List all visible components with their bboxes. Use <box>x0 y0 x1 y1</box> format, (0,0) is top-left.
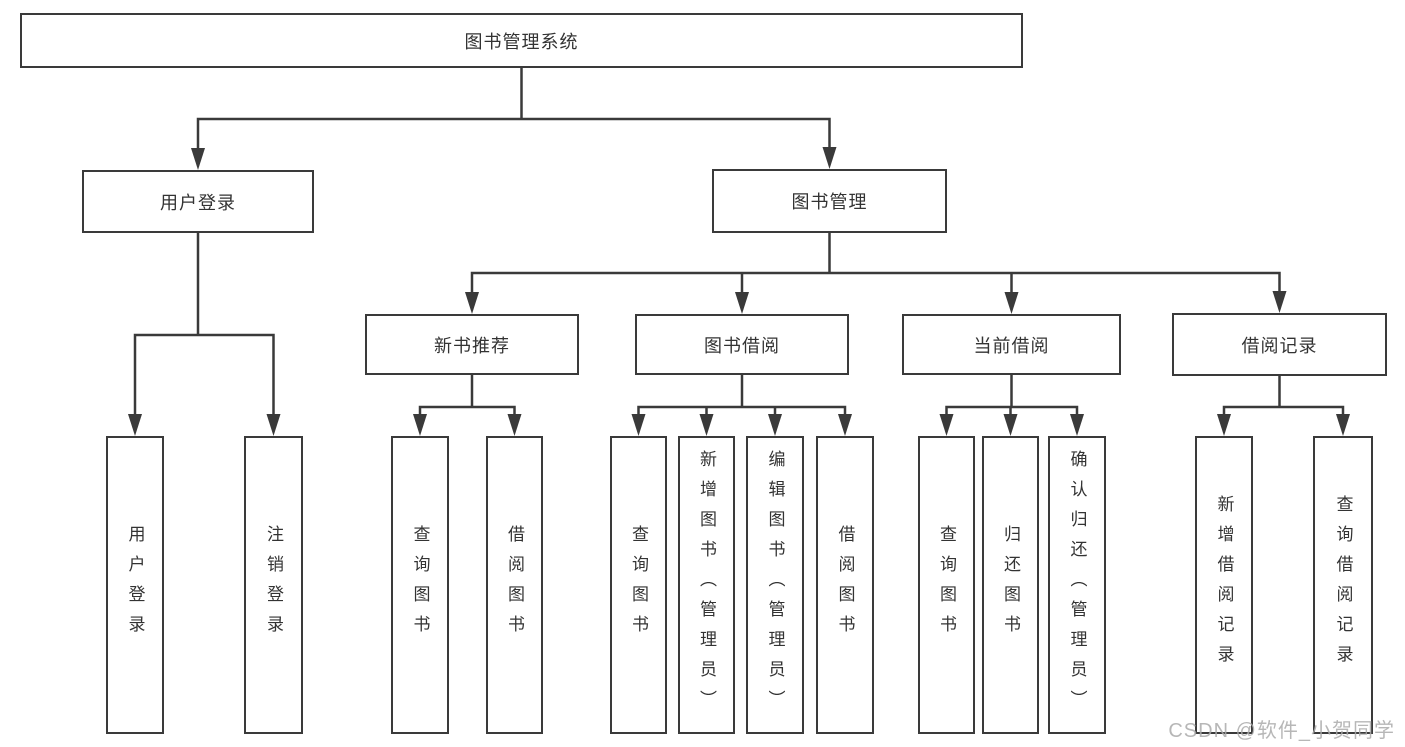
node-leaf-confirm-return: 确认归还（管理员） <box>1048 436 1106 734</box>
arrowhead-icon <box>128 414 142 436</box>
arrowhead-icon <box>507 414 522 436</box>
node-new-book-rec: 新书推荐 <box>365 314 579 375</box>
node-leaf-query-book-rec: 查询图书 <box>391 436 449 734</box>
csdn-watermark: CSDN @软件_小贺同学 <box>1168 720 1395 742</box>
node-leaf-query-book-borrow: 查询图书 <box>610 436 667 734</box>
arrowhead-icon <box>1004 292 1019 314</box>
node-book-borrow: 图书借阅 <box>635 314 849 375</box>
arrowhead-icon <box>735 292 749 314</box>
arrowhead-icon <box>1272 291 1287 313</box>
arrowhead-icon <box>191 148 205 170</box>
arrowhead-icon <box>699 414 714 436</box>
arrowhead-icon <box>1003 414 1018 436</box>
node-book-mgmt: 图书管理 <box>712 169 947 233</box>
node-borrow-records: 借阅记录 <box>1172 313 1387 376</box>
node-leaf-logout: 注销登录 <box>244 436 303 734</box>
node-current-borrow: 当前借阅 <box>902 314 1121 375</box>
arrowhead-icon <box>631 414 646 436</box>
connector-path <box>133 66 1345 420</box>
arrowhead-icon <box>1217 414 1231 436</box>
node-user-login: 用户登录 <box>82 170 314 233</box>
node-leaf-query-book-current: 查询图书 <box>918 436 975 734</box>
arrowhead-icon <box>413 414 427 436</box>
node-leaf-return-book: 归还图书 <box>982 436 1039 734</box>
arrowhead-icon <box>1070 414 1084 436</box>
node-leaf-borrow-book: 借阅图书 <box>816 436 874 734</box>
node-leaf-add-book: 新增图书（管理员） <box>678 436 735 734</box>
arrowhead-icon <box>768 414 782 436</box>
arrowhead-icon <box>939 414 954 436</box>
node-leaf-query-borrow-record: 查询借阅记录 <box>1313 436 1373 734</box>
arrowhead-icon <box>822 147 837 169</box>
arrowhead-icon <box>266 414 281 436</box>
node-leaf-user-login: 用户登录 <box>106 436 164 734</box>
node-root: 图书管理系统 <box>20 13 1023 68</box>
node-leaf-add-borrow-record: 新增借阅记录 <box>1195 436 1253 734</box>
node-leaf-edit-book: 编辑图书（管理员） <box>746 436 804 734</box>
arrowhead-icon <box>838 414 852 436</box>
arrowhead-icon <box>465 292 479 314</box>
node-leaf-borrow-book-rec: 借阅图书 <box>486 436 543 734</box>
arrowhead-icon <box>1336 414 1350 436</box>
